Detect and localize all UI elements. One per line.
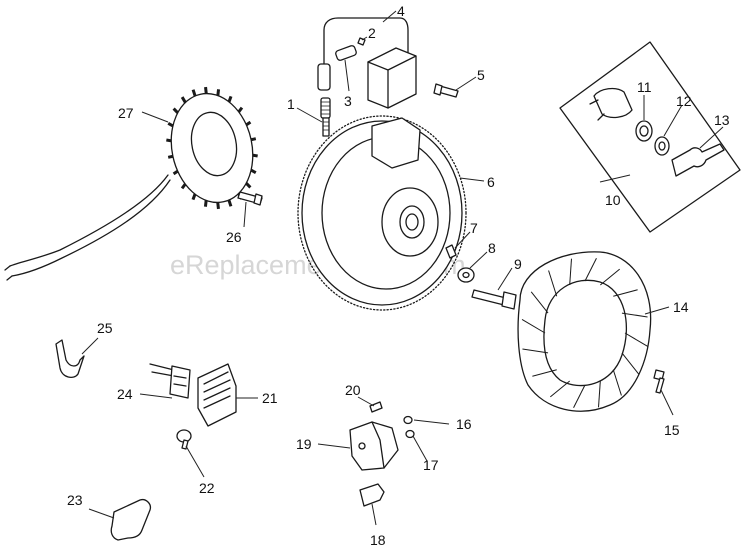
clip-part <box>55 339 85 379</box>
callout-21: 21 <box>262 390 278 406</box>
callout-17: 17 <box>423 457 439 473</box>
callout-7: 7 <box>470 220 478 236</box>
cover-part <box>110 498 152 541</box>
stator-part <box>4 86 258 281</box>
ignition-module-part <box>317 17 417 109</box>
blower-housing-part <box>517 251 652 412</box>
callout-26: 26 <box>226 229 242 245</box>
callout-16: 16 <box>456 416 472 432</box>
regulator-part <box>197 363 237 427</box>
callout-15: 15 <box>664 422 680 438</box>
blower-fins <box>521 258 649 408</box>
flywheel-part <box>297 115 467 311</box>
callout-6: 6 <box>487 174 495 190</box>
regulator-bolt-part <box>176 429 192 450</box>
callout-2: 2 <box>368 25 376 41</box>
callout-8: 8 <box>488 240 496 256</box>
callout-23: 23 <box>67 492 83 508</box>
callout-labels: 1 2 3 4 5 6 7 8 9 10 11 12 13 14 15 16 1… <box>67 3 730 548</box>
callout-4: 4 <box>397 3 405 19</box>
callout-18: 18 <box>370 532 386 548</box>
module-screw-part <box>433 83 459 98</box>
leader-lines <box>81 10 724 526</box>
callout-5: 5 <box>477 67 485 83</box>
connector-part <box>149 363 191 399</box>
callout-3: 3 <box>344 93 352 109</box>
callout-27: 27 <box>118 105 134 121</box>
callout-9: 9 <box>514 256 522 272</box>
callout-12: 12 <box>676 93 692 109</box>
callout-22: 22 <box>199 480 215 496</box>
flywheel-key-part <box>445 244 457 259</box>
callout-24: 24 <box>117 386 133 402</box>
callout-11: 11 <box>637 79 652 95</box>
callout-25: 25 <box>97 320 113 336</box>
housing-screw-part <box>653 369 665 394</box>
ignition-switch-assembly <box>559 41 741 233</box>
callout-20: 20 <box>345 382 361 398</box>
callout-10: 10 <box>605 192 621 208</box>
callout-1: 1 <box>287 96 295 112</box>
spark-plug-part <box>320 97 331 137</box>
callout-14: 14 <box>673 299 689 315</box>
callout-13: 13 <box>714 112 730 128</box>
callout-19: 19 <box>296 436 312 452</box>
washer-part <box>457 267 475 283</box>
flywheel-bolt-part <box>471 289 517 310</box>
bracket-assembly <box>349 401 415 507</box>
stator-bolt-part <box>237 191 263 206</box>
